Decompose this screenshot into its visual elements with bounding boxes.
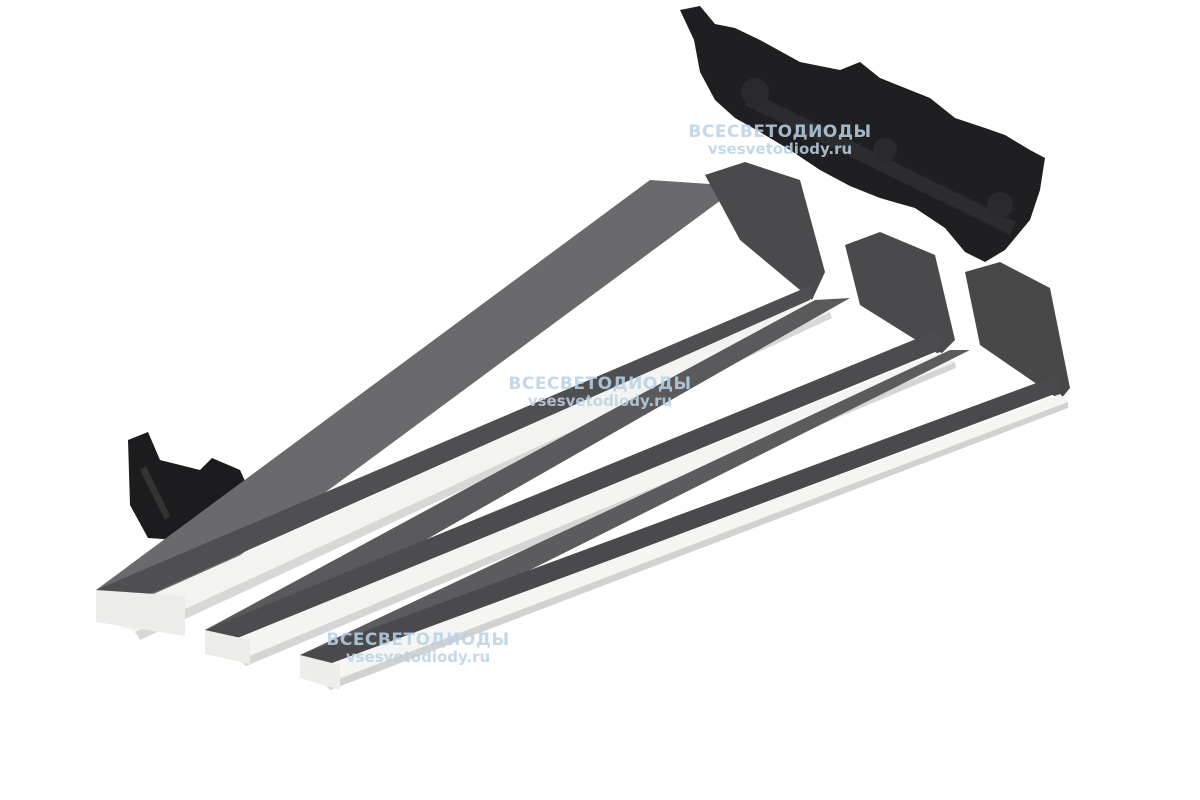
- luminaire-module-1: [96, 162, 832, 640]
- mounting-bracket-rear: [680, 6, 1045, 262]
- end-caps-left: [96, 590, 340, 690]
- luminaire-module-3: [300, 262, 1070, 690]
